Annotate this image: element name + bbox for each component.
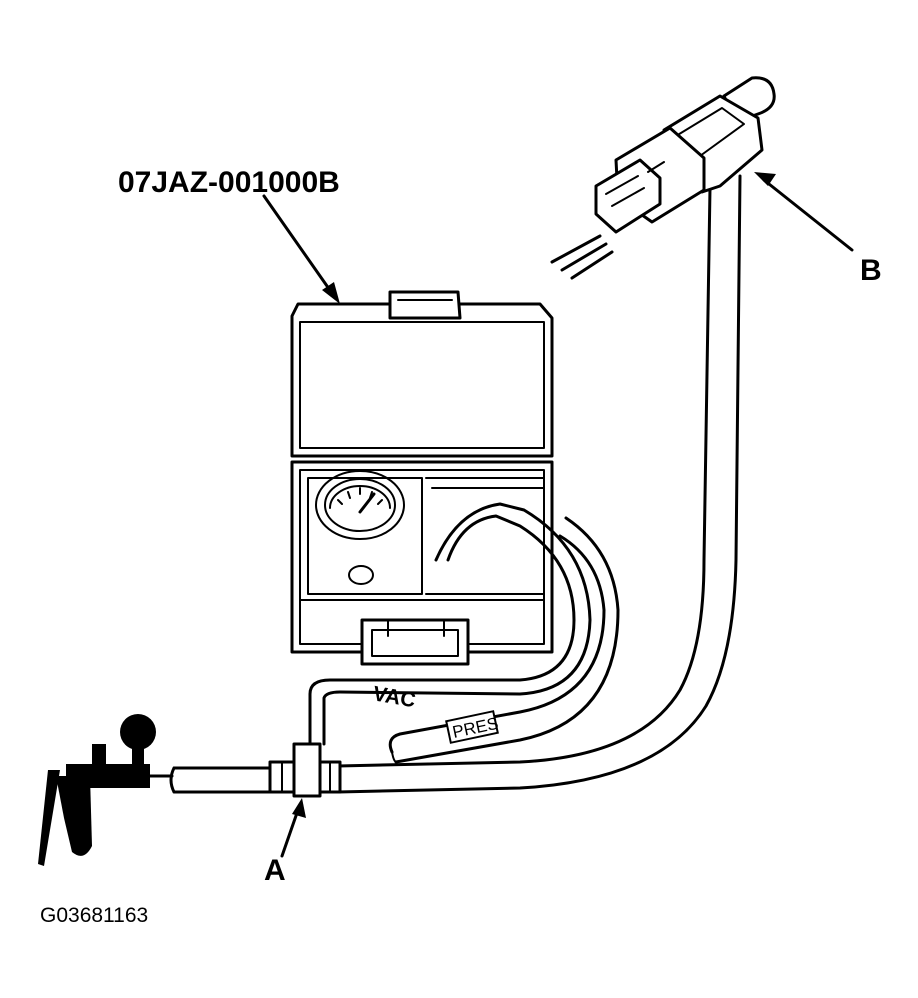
vac-hose-label: VAC bbox=[371, 682, 417, 712]
vac-hose bbox=[308, 502, 592, 746]
tool-number-leader bbox=[262, 194, 340, 304]
sensor-hose bbox=[336, 174, 742, 794]
callout-b-leader bbox=[754, 172, 854, 252]
callout-a-leader bbox=[280, 798, 306, 858]
vacuum-pressure-tester-case-icon bbox=[290, 290, 554, 666]
callout-b: B bbox=[860, 254, 882, 287]
pres-hose bbox=[388, 516, 620, 764]
hand-vacuum-pump-icon bbox=[38, 714, 174, 866]
tool-number-label: 07JAZ-001000B bbox=[118, 166, 340, 199]
pressure-gauge-icon bbox=[315, 470, 405, 540]
tee-fitting-icon bbox=[169, 742, 342, 798]
sensor-connector-icon bbox=[550, 76, 776, 280]
figure-code: G03681163 bbox=[40, 904, 148, 927]
callout-a: A bbox=[264, 854, 286, 887]
